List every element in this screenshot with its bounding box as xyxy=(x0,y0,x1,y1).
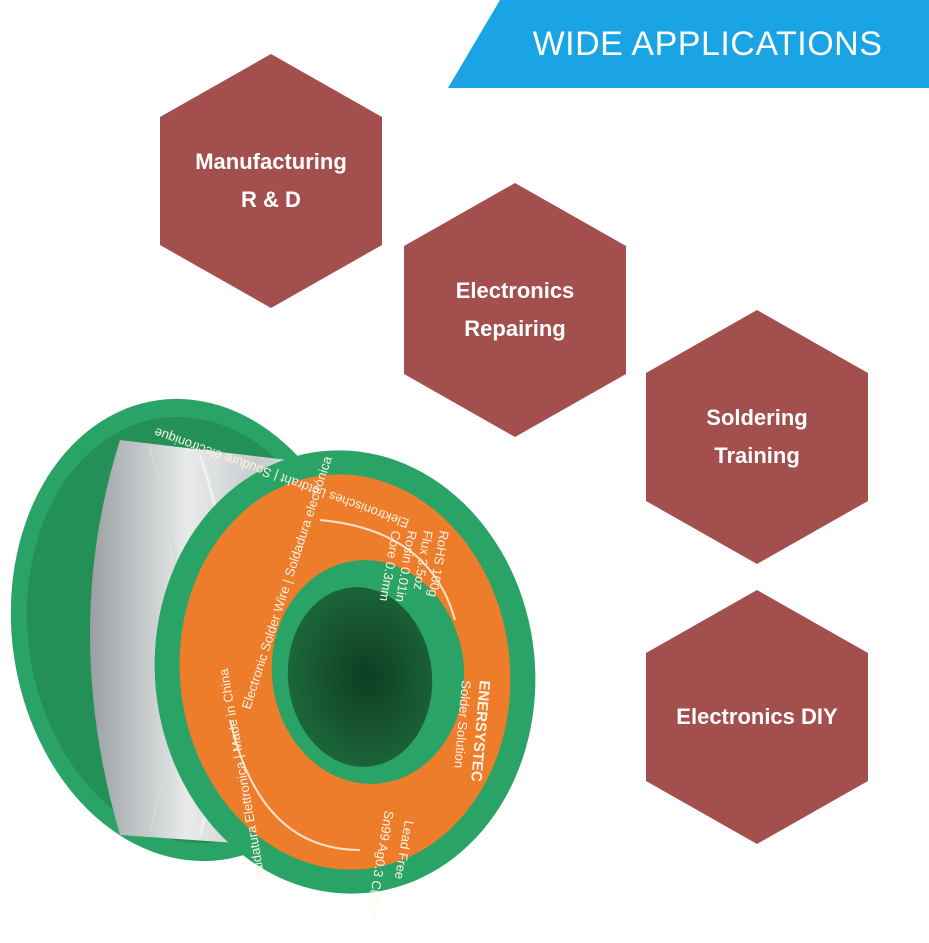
application-line: Soldering xyxy=(706,405,808,430)
page-title: WIDE APPLICATIONS xyxy=(532,24,883,63)
application-line: R & D xyxy=(241,187,301,212)
application-hex-training: Soldering Training xyxy=(646,310,868,564)
hexagon-shape xyxy=(646,590,868,844)
application-line: Manufacturing xyxy=(195,149,347,174)
application-hex-diy: Electronics DIY xyxy=(646,590,868,844)
header-banner: WIDE APPLICATIONS xyxy=(0,0,929,88)
solder-spool-image: ENERSYSTEC Solder Solution Elektronische… xyxy=(0,380,560,938)
banner-shape xyxy=(448,0,929,88)
application-label: Electronics DIY xyxy=(646,590,868,844)
application-label: Soldering Training xyxy=(646,310,868,564)
spool-hole xyxy=(287,587,433,767)
hexagon-shape xyxy=(404,183,626,437)
application-line: Electronics xyxy=(455,278,575,303)
application-label: Manufacturing R & D xyxy=(160,54,382,308)
application-line: Repairing xyxy=(464,316,566,341)
application-hex-repairing: Electronics Repairing xyxy=(404,183,626,437)
hexagon-shape xyxy=(646,310,868,564)
application-label: Electronics Repairing xyxy=(404,183,626,437)
hexagon-shape xyxy=(160,54,382,308)
solder-spool-illustration: ENERSYSTEC Solder Solution Elektronische… xyxy=(10,398,536,916)
application-line: Electronics DIY xyxy=(676,704,838,729)
application-line: Training xyxy=(714,443,800,468)
application-hex-manufacturing: Manufacturing R & D xyxy=(160,54,382,308)
